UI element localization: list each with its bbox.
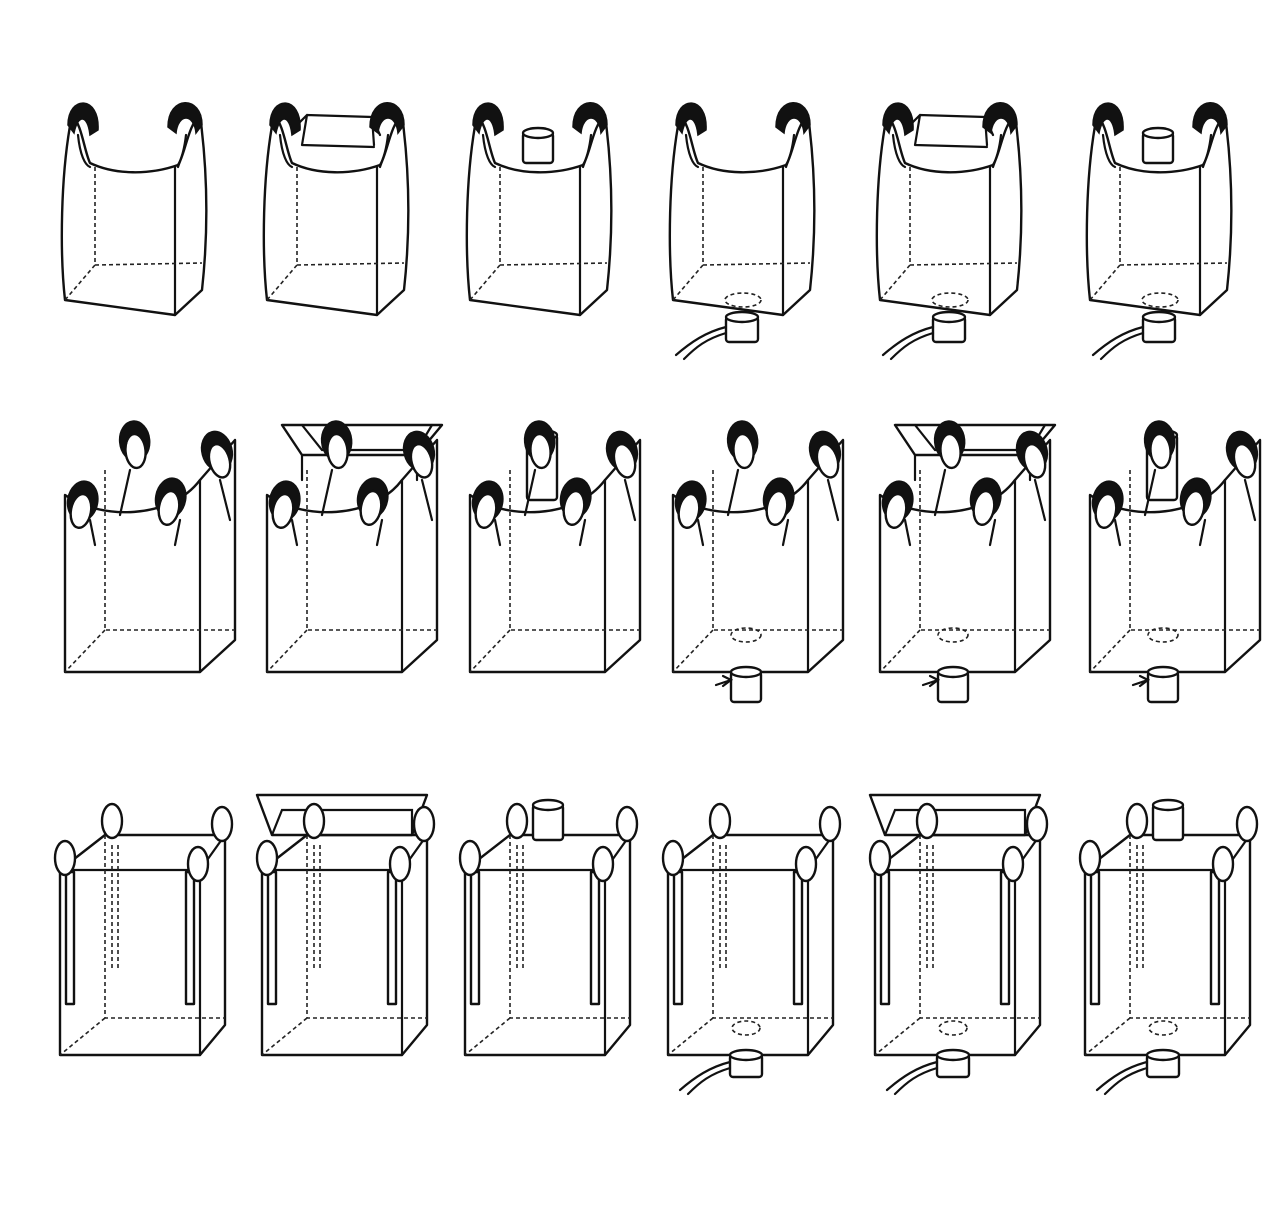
lifting-loop-icon	[53, 839, 77, 877]
lifting-loop-icon	[302, 802, 326, 840]
bag-cross-corner-loop-open-top-spout-bottom	[661, 802, 842, 1096]
spout-icon	[1141, 126, 1175, 165]
spout-icon	[1145, 1048, 1181, 1079]
lifting-loop-icon	[388, 845, 412, 883]
lifting-loop-icon	[200, 430, 234, 479]
lifting-loop-icon	[100, 802, 124, 840]
lifting-loop-icon	[726, 420, 759, 470]
lifting-loop-icon	[591, 845, 615, 883]
bag-cross-corner-loop-duffle-top-flat-bottom	[255, 793, 436, 1057]
spout-icon	[931, 310, 967, 344]
lifting-loop-icon	[255, 839, 279, 877]
bag-four-loop-tubular-open-top-spout-bottom	[671, 420, 845, 704]
lifting-loop-icon	[762, 477, 795, 526]
bag-two-loop-spout-top-flat-bottom	[465, 102, 613, 317]
lifting-loop-icon	[661, 839, 685, 877]
lifting-loop-icon	[1015, 430, 1049, 479]
tie-string	[1091, 325, 1145, 361]
bag-cross-corner-loop-spout-top-flat-bottom	[458, 798, 639, 1057]
bag-four-loop-tubular-duffle-top-flat-bottom	[265, 420, 444, 674]
lifting-loop-icon	[933, 420, 966, 470]
lifting-loop-icon	[1235, 805, 1259, 843]
spout-icon	[728, 1048, 764, 1079]
lifting-loop-icon	[118, 420, 151, 470]
spout-icon	[729, 665, 763, 704]
lifting-loop-icon	[794, 845, 818, 883]
lifting-loop-icon	[523, 420, 556, 470]
bag-four-loop-tubular-spout-top-flat-bottom	[468, 420, 642, 674]
lifting-loop-icon	[868, 839, 892, 877]
lifting-loop-icon	[320, 420, 353, 470]
lifting-loop-icon	[1125, 802, 1149, 840]
bag-four-loop-tubular-duffle-top-spout-bottom	[878, 420, 1057, 704]
bag-cross-corner-loop-duffle-top-spout-bottom	[868, 793, 1049, 1096]
lifting-loop-icon	[402, 430, 436, 479]
spout-icon	[935, 1048, 971, 1079]
lifting-loop-icon	[818, 805, 842, 843]
lifting-loop-icon	[674, 480, 707, 529]
lifting-loop-icon	[210, 805, 234, 843]
spout-icon	[936, 665, 970, 704]
bag-two-loop-duffle-top-spout-bottom	[875, 102, 1023, 361]
lifting-loop-icon	[66, 480, 99, 529]
lifting-loop-icon	[559, 477, 592, 526]
lifting-loop-icon	[881, 480, 914, 529]
tie-string	[1095, 1060, 1149, 1096]
lifting-loop-icon	[1078, 839, 1102, 877]
bag-four-loop-tubular-open-top-flat-bottom	[63, 420, 237, 674]
lifting-loop-icon	[412, 805, 436, 843]
lifting-loop-icon	[458, 839, 482, 877]
lifting-loop-icon	[605, 430, 639, 479]
spout-icon	[1151, 798, 1185, 842]
spout-icon	[724, 310, 760, 344]
lifting-loop-icon	[808, 430, 842, 479]
lifting-loop-icon	[1025, 805, 1049, 843]
bag-four-loop-tubular-spout-top-spout-bottom	[1088, 420, 1262, 704]
lifting-loop-icon	[505, 802, 529, 840]
lifting-loop-icon	[268, 480, 301, 529]
bag-two-loop-duffle-top-flat-bottom	[262, 102, 410, 317]
lifting-loop-icon	[915, 802, 939, 840]
bag-cross-corner-loop-open-top-flat-bottom	[53, 802, 234, 1057]
lifting-loop-icon	[1091, 480, 1124, 529]
lifting-loop-icon	[154, 477, 187, 526]
spout-icon	[1146, 665, 1180, 704]
lifting-loop-icon	[356, 477, 389, 526]
lifting-loop-icon	[186, 845, 210, 883]
lifting-loop-icon	[708, 802, 732, 840]
bag-two-loop-spout-top-spout-bottom	[1085, 102, 1233, 361]
tie-string	[678, 1060, 732, 1096]
lifting-loop-icon	[1179, 477, 1212, 526]
bag-two-loop-open-top-spout-bottom	[668, 102, 816, 361]
lifting-loop-icon	[615, 805, 639, 843]
lifting-loop-icon	[1001, 845, 1025, 883]
spout-icon	[521, 126, 555, 165]
tie-string	[885, 1060, 939, 1096]
lifting-loop-icon	[471, 480, 504, 529]
spout-icon	[531, 798, 565, 842]
lifting-loop-icon	[1143, 420, 1176, 470]
lifting-loop-icon	[969, 477, 1002, 526]
bag-cross-corner-loop-spout-top-spout-bottom	[1078, 798, 1259, 1096]
tie-string	[881, 325, 935, 361]
bag-two-loop-open-top-flat-bottom	[60, 102, 208, 317]
tie-string	[674, 325, 728, 361]
spout-icon	[1141, 310, 1177, 344]
lifting-loop-icon	[1225, 430, 1259, 479]
lifting-loop-icon	[1211, 845, 1235, 883]
